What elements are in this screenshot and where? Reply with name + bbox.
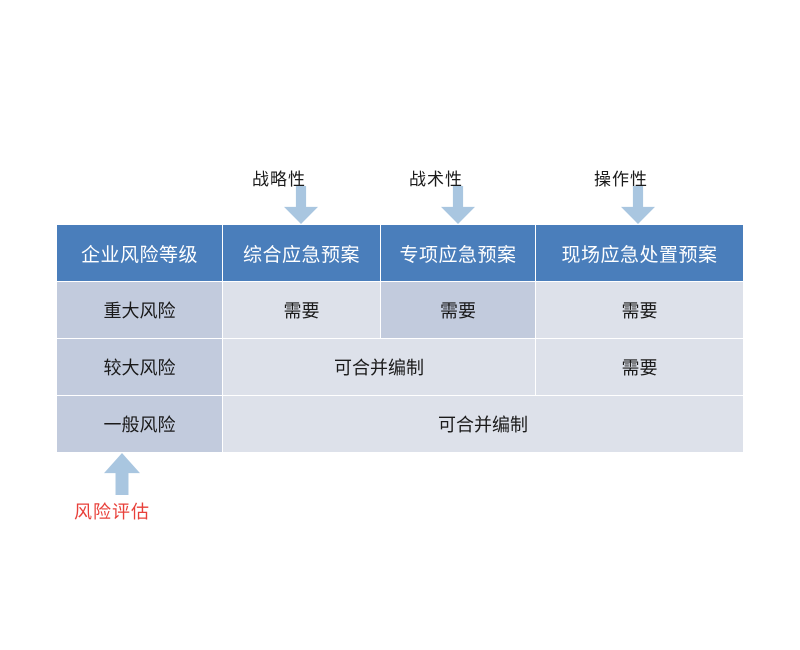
- arrow-down-icon: [441, 186, 475, 224]
- table-header-row: 企业风险等级 综合应急预案 专项应急预案 现场应急处置预案: [56, 224, 744, 282]
- table-row: 重大风险 需要 需要 需要: [56, 281, 744, 339]
- table-cell-value-highlighted: 需要: [380, 281, 536, 339]
- table-cell-value-merged: 可合并编制: [222, 395, 744, 453]
- arrow-up-icon: [104, 453, 140, 495]
- annotation-label-risk-assessment: 风险评估: [74, 502, 150, 523]
- table-row: 较大风险 可合并编制 需要: [56, 338, 744, 396]
- risk-plan-table: 企业风险等级 综合应急预案 专项应急预案 现场应急处置预案 重大风险 需要 需要…: [56, 224, 744, 453]
- table-cell-risk-level: 重大风险: [56, 281, 223, 339]
- table-cell-risk-level: 较大风险: [56, 338, 223, 396]
- table-header-cell-risk-level: 企业风险等级: [56, 224, 223, 282]
- annotation-label-operational: 操作性: [594, 170, 648, 190]
- table-header-cell-onsite-plan: 现场应急处置预案: [535, 224, 744, 282]
- table-cell-value-merged: 可合并编制: [222, 338, 536, 396]
- table-cell-risk-level: 一般风险: [56, 395, 223, 453]
- arrow-down-icon: [621, 186, 655, 224]
- arrow-down-icon: [284, 186, 318, 224]
- table-header-cell-comprehensive-plan: 综合应急预案: [222, 224, 381, 282]
- table-row: 一般风险 可合并编制: [56, 395, 744, 453]
- table-cell-value: 需要: [535, 281, 744, 339]
- table-cell-value: 需要: [535, 338, 744, 396]
- table-header-cell-special-plan: 专项应急预案: [380, 224, 536, 282]
- annotation-label-tactical: 战术性: [409, 170, 463, 190]
- table-cell-value: 需要: [222, 281, 381, 339]
- annotation-label-strategic: 战略性: [252, 170, 306, 190]
